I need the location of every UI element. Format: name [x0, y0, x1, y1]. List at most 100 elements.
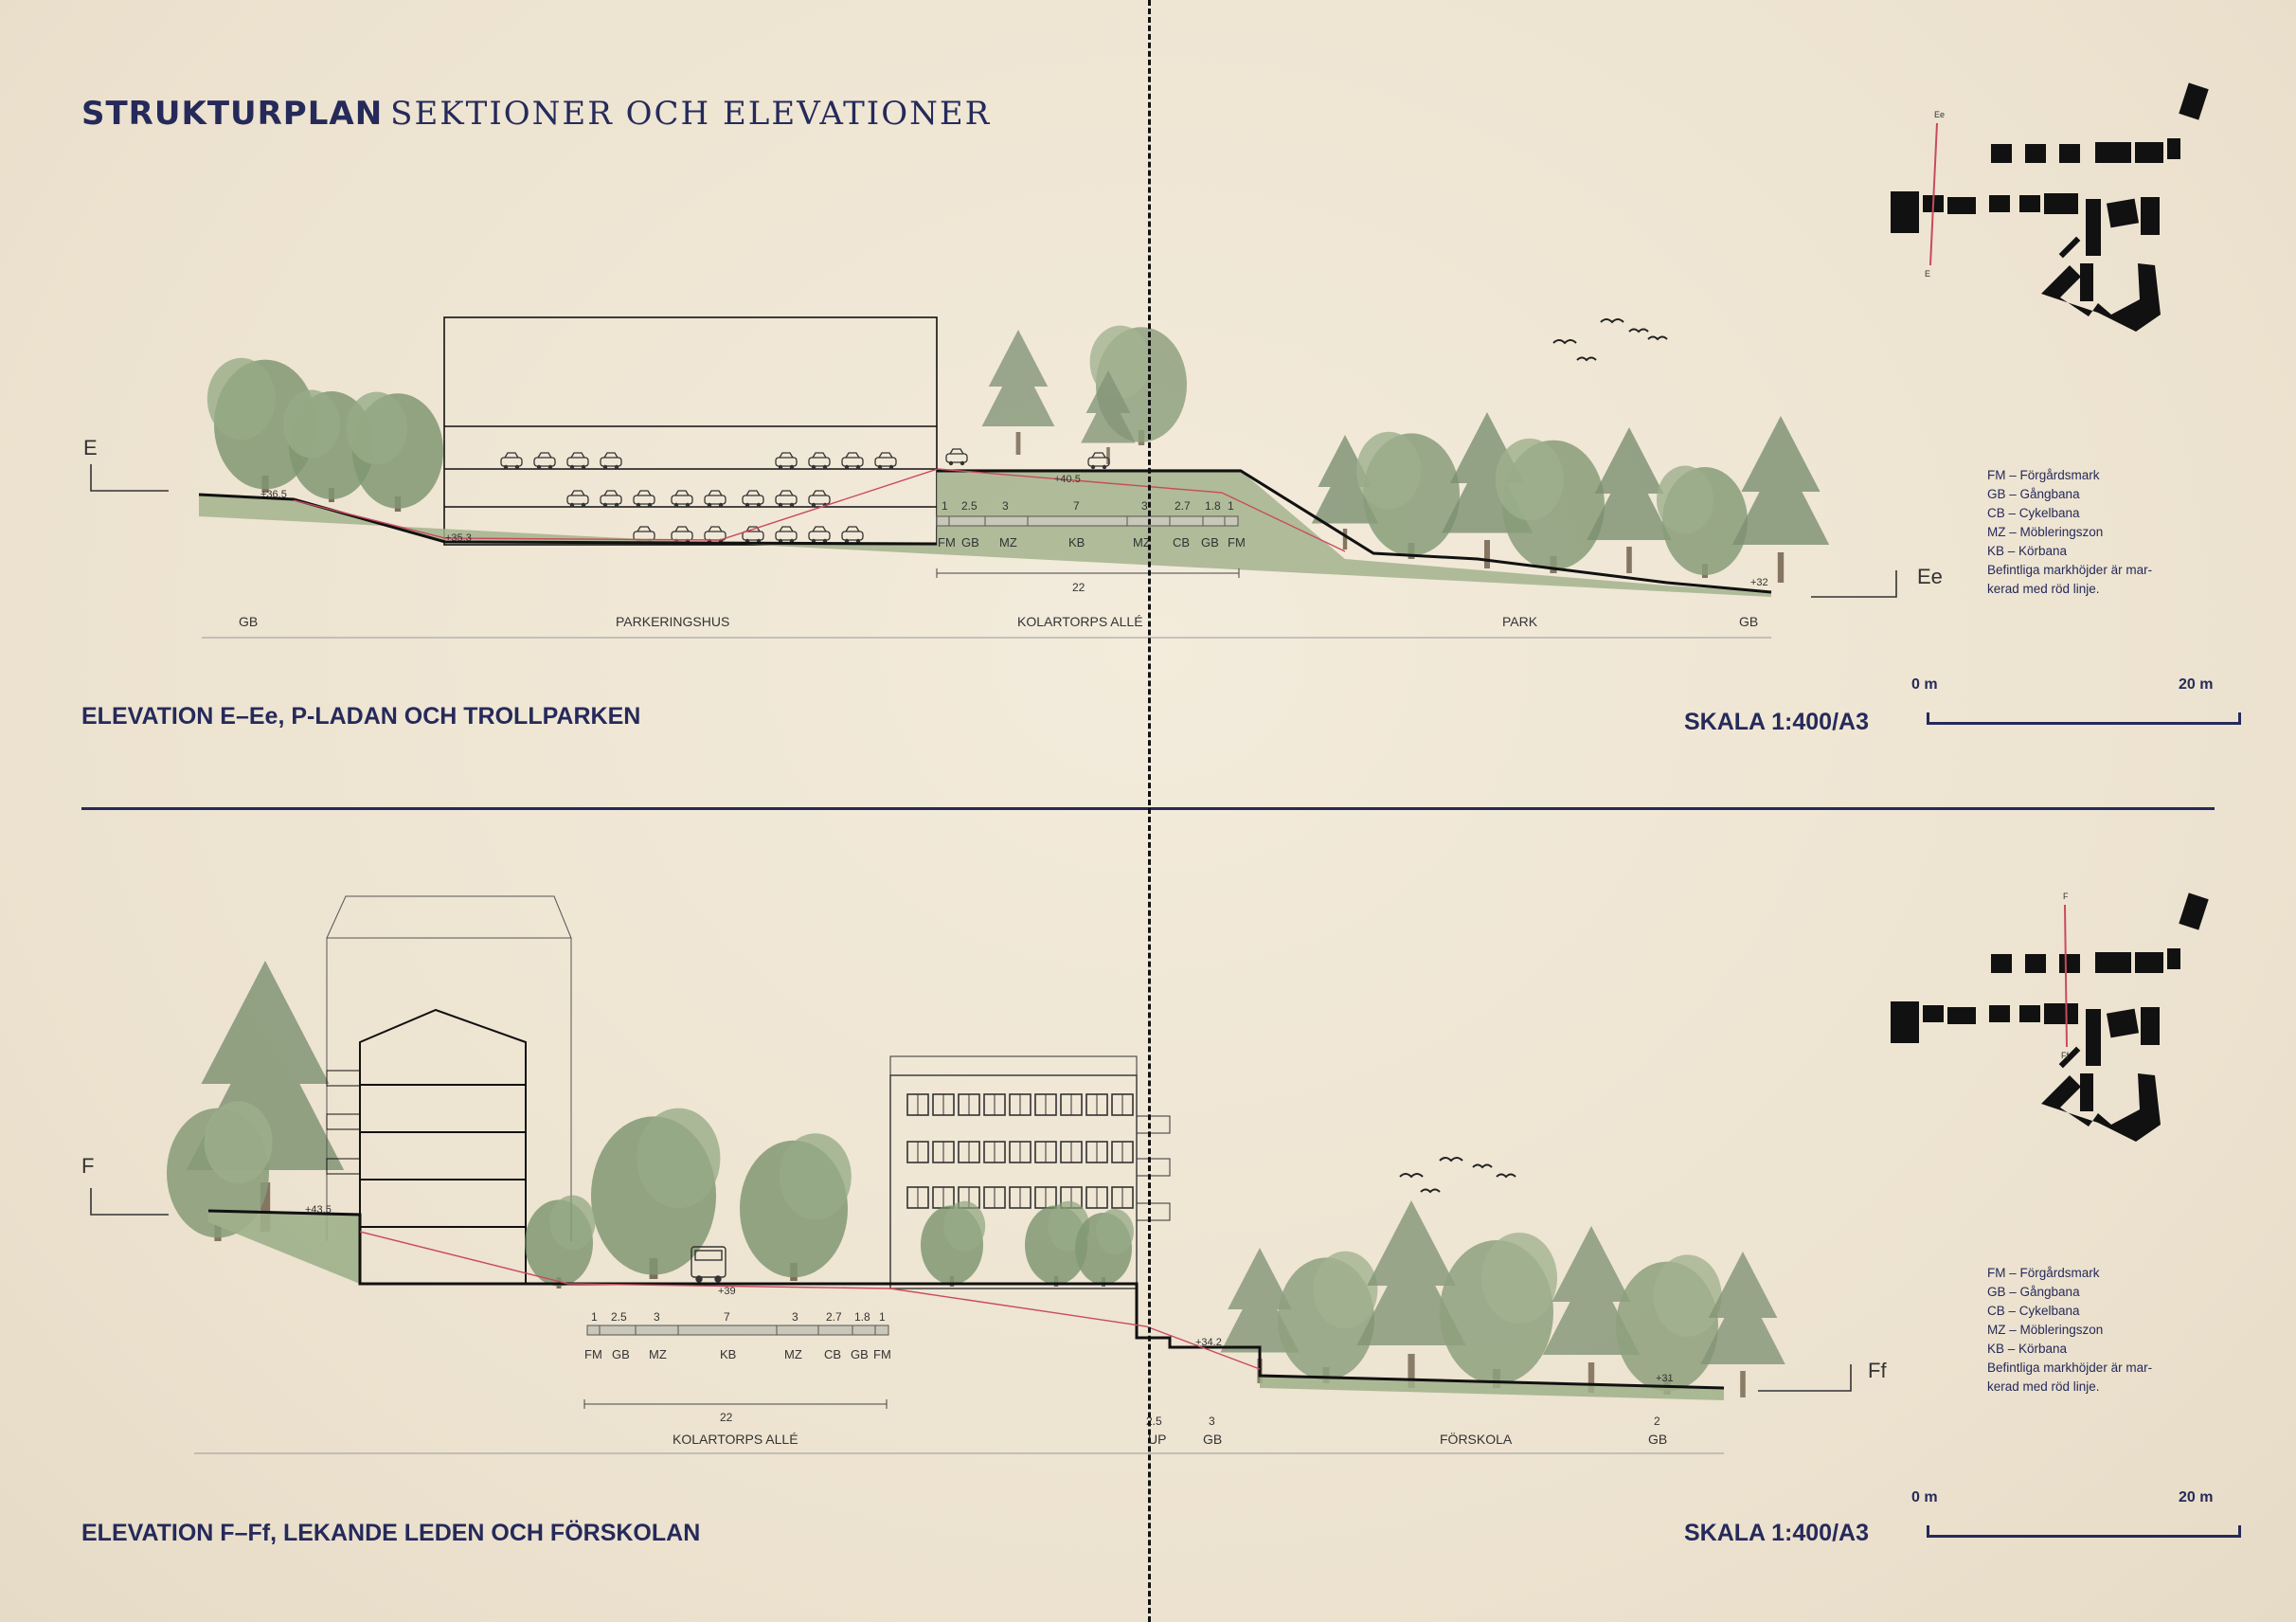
- svg-text:MZ: MZ: [649, 1347, 667, 1361]
- section-caption-e-ee: ELEVATION E–Ee, P-LADAN OCH TROLLPARKEN: [81, 703, 641, 730]
- elevation-e-ee-drawing: 1 2.5 3 7 3 2.7 1.8 1 FM GB MZ KB MZ CB …: [83, 316, 1943, 639]
- section-caption-f-ff: ELEVATION F–Ff, LEKANDE LEDEN OCH FÖRSKO…: [81, 1520, 701, 1546]
- svg-text:CB: CB: [824, 1347, 841, 1361]
- svg-text:KB: KB: [1068, 535, 1085, 550]
- svg-text:2.5: 2.5: [611, 1310, 627, 1324]
- svg-text:+36.5: +36.5: [260, 489, 287, 500]
- birds-icon: [1552, 318, 1668, 362]
- street-widths-f: 1 2.5 3 7 3 2.7 1.8 1: [591, 1310, 886, 1324]
- svg-text:F: F: [81, 1154, 94, 1178]
- svg-text:FM: FM: [938, 535, 956, 550]
- street-widths-e: 1 2.5 3 7 3 2.7 1.8 1: [942, 499, 1234, 513]
- svg-text:PARK: PARK: [1502, 614, 1538, 629]
- svg-text:2.5: 2.5: [961, 499, 978, 513]
- svg-text:1.8: 1.8: [854, 1310, 870, 1324]
- svg-text:3: 3: [1002, 499, 1009, 513]
- svg-text:FM: FM: [584, 1347, 602, 1361]
- terrain-line-e: [198, 469, 1772, 594]
- trees-street-e: [981, 325, 1187, 464]
- trees-street-f: [525, 1108, 852, 1289]
- svg-text:E: E: [1925, 269, 1930, 279]
- svg-text:E: E: [83, 436, 98, 460]
- elevation-f-ff-drawing: 1 2.5 3 7 3 2.7 1.8 1 FM GB MZ KB MZ CB …: [81, 895, 1887, 1454]
- svg-text:KB: KB: [720, 1347, 736, 1361]
- svg-text:FM: FM: [873, 1347, 891, 1361]
- svg-text:GB: GB: [851, 1347, 869, 1361]
- existing-height-line-e: [293, 468, 1346, 552]
- trees-preschool-f: [1220, 1200, 1785, 1397]
- ground-section-f-right: [1260, 1376, 1724, 1400]
- svg-text:1: 1: [942, 499, 948, 513]
- scalebar-e: [1927, 712, 2241, 725]
- ground-section-f: [208, 1211, 360, 1284]
- trees-left-e: [206, 357, 443, 512]
- svg-text:3: 3: [1141, 499, 1148, 513]
- svg-text:MZ: MZ: [1133, 535, 1151, 550]
- street-codes-e: FM GB MZ KB MZ CB GB FM: [938, 535, 1246, 550]
- svg-text:+35.3: +35.3: [445, 532, 472, 544]
- svg-text:22: 22: [720, 1411, 733, 1424]
- svg-text:GB: GB: [1203, 1432, 1222, 1447]
- svg-text:2.7: 2.7: [826, 1310, 842, 1324]
- scalebar-start-f: 0 m: [1911, 1489, 1938, 1505]
- birds-icon-f: [1399, 1157, 1516, 1194]
- svg-text:+40.5: +40.5: [1054, 474, 1081, 485]
- scale-label-f: SKALA 1:400/A3: [1684, 1520, 1869, 1546]
- levels-f: +43.5 +39 +34.2 +31: [305, 1204, 1674, 1384]
- svg-text:GB: GB: [1648, 1432, 1667, 1447]
- street-codes-f: FM GB MZ KB MZ CB GB FM: [584, 1347, 891, 1361]
- zone-labels-f: KOLARTORPS ALLÉ UP GB FÖRSKOLA GB: [673, 1431, 1667, 1447]
- keymap-e-ee: Ee E: [1891, 82, 2209, 332]
- scalebar-start-e: 0 m: [1911, 676, 1938, 693]
- total-width-dim-f: 22: [583, 1399, 888, 1424]
- section-mark-ff: Ff: [1758, 1359, 1887, 1392]
- zone-labels-e: GB PARKERINGSHUS KOLARTORPS ALLÉ PARK GB: [239, 614, 1758, 629]
- svg-text:PARKERINGSHUS: PARKERINGSHUS: [616, 614, 729, 629]
- scalebar-f: [1927, 1525, 2241, 1538]
- ground-section-e: [199, 469, 1771, 597]
- street-profile-e: [936, 515, 1239, 527]
- svg-text:MZ: MZ: [784, 1347, 802, 1361]
- svg-text:+32: +32: [1750, 577, 1768, 588]
- new-building-section: [326, 1008, 527, 1284]
- terrain-line-f: [207, 1209, 1725, 1390]
- svg-text:1: 1: [591, 1310, 598, 1324]
- trees-left-f: [167, 961, 345, 1241]
- svg-text:UP: UP: [1148, 1432, 1166, 1447]
- svg-text:KOLARTORPS ALLÉ: KOLARTORPS ALLÉ: [1017, 614, 1143, 629]
- svg-text:+34.2: +34.2: [1195, 1337, 1222, 1348]
- svg-text:GB: GB: [612, 1347, 630, 1361]
- svg-text:+39: +39: [718, 1286, 736, 1297]
- parking-garage: [443, 316, 938, 546]
- scalebar-end-e: 20 m: [2179, 676, 2214, 693]
- svg-text:MZ: MZ: [999, 535, 1017, 550]
- svg-text:2: 2: [1654, 1415, 1660, 1428]
- svg-text:Ff: Ff: [1868, 1359, 1887, 1382]
- levels-e: +36.5 +35.3 +40.5 +32: [260, 474, 1768, 588]
- svg-text:7: 7: [724, 1310, 730, 1324]
- sheet-cut-line: [1148, 0, 1151, 1622]
- svg-text:GB: GB: [239, 614, 258, 629]
- svg-text:1.8: 1.8: [1205, 499, 1221, 513]
- bus-icon: [691, 1246, 726, 1283]
- svg-text:1: 1: [1228, 499, 1234, 513]
- svg-text:FM: FM: [1228, 535, 1246, 550]
- extra-widths-f: 2.5 3 2: [1146, 1415, 1660, 1428]
- trees-park-e: [1311, 412, 1830, 583]
- section-mark-e: E: [83, 436, 169, 492]
- total-width-dim-e: 22: [936, 568, 1240, 594]
- svg-text:+31: +31: [1656, 1373, 1674, 1384]
- existing-building-outline: [326, 895, 572, 1241]
- svg-text:Ee: Ee: [1934, 110, 1945, 119]
- svg-text:+43.5: +43.5: [305, 1204, 332, 1216]
- scale-label-e: SKALA 1:400/A3: [1684, 709, 1869, 735]
- svg-text:Ff: Ff: [2061, 1051, 2069, 1060]
- existing-height-line-f: [359, 1231, 1261, 1370]
- section-mark-ee: Ee: [1811, 565, 1943, 598]
- svg-text:3: 3: [1209, 1415, 1215, 1428]
- svg-text:F: F: [2063, 892, 2069, 901]
